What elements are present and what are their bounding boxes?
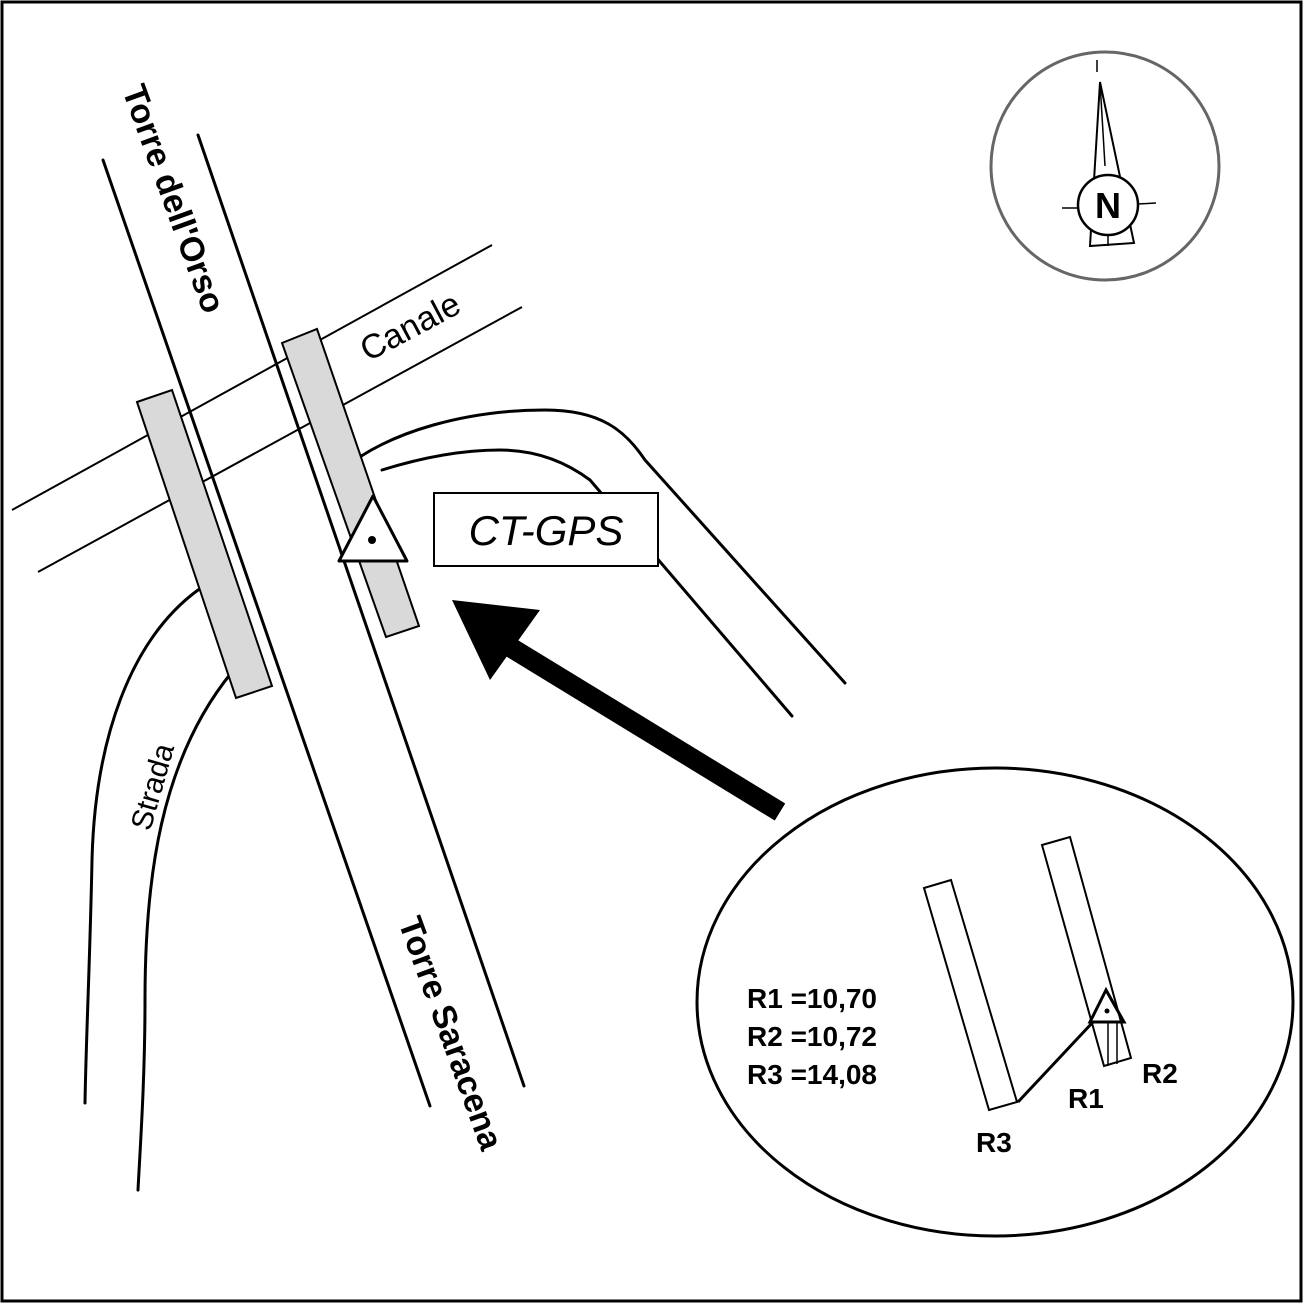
canal-lines — [11, 244, 523, 573]
compass-letter: N — [1095, 185, 1121, 226]
inset-ref-r1: R1 — [1068, 1083, 1104, 1114]
bridge-bar-left — [135, 388, 274, 700]
side-road — [83, 588, 234, 1192]
station-marker — [337, 494, 409, 563]
north-compass: N — [989, 50, 1221, 282]
inset-measure-r3: R3 =14,08 — [747, 1059, 877, 1090]
detail-inset: R1 =10,70 R2 =10,72 R3 =14,08 R1 R2 R3 — [695, 766, 1295, 1238]
station-label: CT-GPS — [469, 507, 624, 554]
curved-road-right — [340, 408, 847, 718]
inset-bar-left — [922, 878, 1019, 1112]
inset-bar-right — [1040, 835, 1133, 1068]
pointer-arrow — [452, 600, 786, 821]
road-label-canale: Canale — [354, 285, 467, 369]
inset-measure-r1: R1 =10,70 — [747, 983, 877, 1014]
station-label-box — [433, 492, 659, 567]
inset-station-marker — [1087, 986, 1127, 1024]
inset-distance-line — [1016, 1020, 1095, 1104]
road-label-torre-dell-orso: Torre dell'Orso — [114, 80, 232, 318]
inset-ref-r3: R3 — [976, 1127, 1012, 1158]
main-road — [101, 133, 526, 1108]
inset-ref-r2: R2 — [1142, 1058, 1178, 1089]
inset-measure-r2: R2 =10,72 — [747, 1021, 877, 1052]
road-label-torre-saracena: Torre Saracena — [390, 912, 510, 1156]
